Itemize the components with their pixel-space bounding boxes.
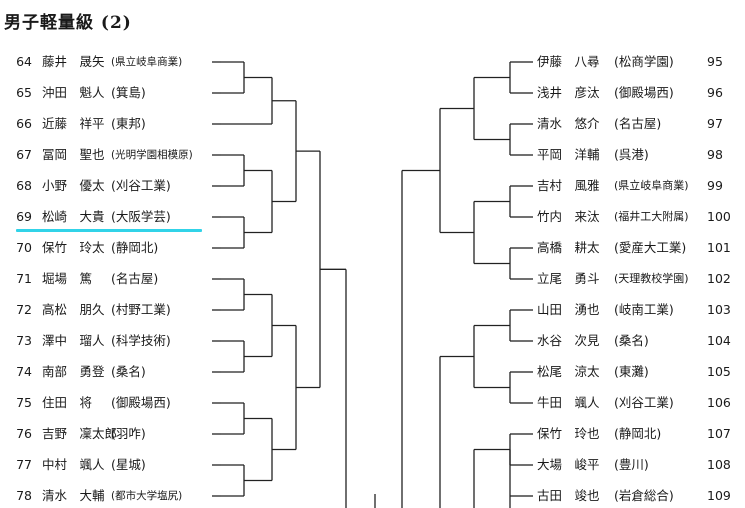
entry-number: 76 — [16, 426, 32, 441]
entry-name: 堀場 篤 — [42, 271, 93, 286]
entry-school: (科学技術) — [111, 333, 171, 348]
entry-school: (天理教校学園) — [614, 272, 689, 285]
entry-number: 102 — [707, 271, 731, 286]
entry-name: 保竹 玲也 — [537, 426, 600, 441]
entry-school: (御殿場西) — [614, 85, 674, 100]
entry-number: 98 — [707, 147, 723, 162]
entry-school: (大阪学芸) — [111, 209, 171, 224]
entry-number: 67 — [16, 147, 32, 162]
entry-number: 104 — [707, 333, 731, 348]
entry-school: (刈谷工業) — [614, 395, 674, 410]
entry-name: 松尾 涼太 — [537, 364, 600, 379]
entry-school: (名古屋) — [614, 116, 662, 131]
entry-name: 浅井 彦汰 — [537, 85, 600, 100]
entry-number: 105 — [707, 364, 731, 379]
entry-school: (東灘) — [614, 364, 649, 379]
entry-name: 清水 悠介 — [537, 116, 600, 131]
entry-number: 65 — [16, 85, 32, 100]
entry-school: (村野工業) — [111, 302, 171, 317]
entry-number: 68 — [16, 178, 32, 193]
entry-name: 近藤 祥平 — [42, 116, 105, 131]
entry-name: 高松 朋久 — [42, 302, 105, 317]
entry-name: 小野 優太 — [42, 178, 105, 193]
entry-school: (御殿場西) — [111, 395, 171, 410]
entry-name: 吉村 風雅 — [537, 178, 600, 193]
entry-school: (光明学園相模原) — [111, 149, 193, 161]
entry-number: 78 — [16, 488, 32, 503]
entry-school: (桑名) — [614, 333, 649, 348]
entry-school: (豊川) — [614, 457, 649, 472]
entry-school: (静岡北) — [614, 426, 662, 441]
entry-number: 69 — [16, 209, 32, 224]
entry-school: (羽咋) — [111, 426, 146, 441]
entry-number: 74 — [16, 364, 32, 379]
entry-name: 水谷 次見 — [537, 333, 600, 348]
entry-number: 75 — [16, 395, 32, 410]
entry-name: 中村 颯人 — [42, 457, 105, 472]
page-title: 男子軽量級 (2) — [4, 13, 132, 33]
entry-number: 72 — [16, 302, 32, 317]
entry-name: 沖田 魁人 — [42, 85, 105, 100]
entry-school: (呉港) — [614, 147, 649, 162]
entry-school: (桑名) — [111, 364, 146, 379]
entry-name: 住田 将 — [42, 395, 93, 410]
entry-number: 96 — [707, 85, 723, 100]
entry-school: (星城) — [111, 457, 146, 472]
entry-number: 95 — [707, 54, 723, 69]
entry-school: (県立岐阜商業) — [614, 179, 689, 192]
entry-name: 平岡 洋輔 — [537, 147, 600, 162]
entry-number: 73 — [16, 333, 32, 348]
entry-school: (刈谷工業) — [111, 178, 171, 193]
entry-school: (箕島) — [111, 85, 146, 100]
entry-number: 70 — [16, 240, 32, 255]
entry-number: 97 — [707, 116, 723, 131]
entry-school: (福井工大附属) — [614, 210, 689, 223]
entry-school: (県立岐阜商業) — [111, 56, 183, 68]
entry-name: 保竹 玲太 — [42, 240, 105, 255]
entry-name: 立尾 勇斗 — [537, 271, 600, 286]
entry-school: (東邦) — [111, 116, 146, 131]
entry-number: 108 — [707, 457, 731, 472]
entry-name: 南部 勇登 — [42, 364, 105, 379]
entry-number: 64 — [16, 54, 32, 69]
entry-name: 古田 竣也 — [537, 488, 600, 503]
entry-number: 107 — [707, 426, 731, 441]
entry-number: 71 — [16, 271, 32, 286]
entry-name: 澤中 瑠人 — [42, 333, 105, 348]
entry-number: 77 — [16, 457, 32, 472]
entry-number: 106 — [707, 395, 731, 410]
entry-school: (愛産大工業) — [614, 240, 687, 255]
entry-name: 藤井 晟矢 — [42, 54, 105, 69]
entry-school: (都市大学塩尻) — [111, 490, 183, 502]
entry-name: 竹内 来汰 — [537, 209, 600, 224]
entry-number: 99 — [707, 178, 723, 193]
entry-number: 109 — [707, 488, 731, 503]
entry-school: (松商学園) — [614, 54, 674, 69]
entry-name: 松崎 大貴 — [42, 209, 105, 224]
entry-school: (静岡北) — [111, 240, 159, 255]
entry-name: 清水 大輔 — [42, 488, 105, 503]
entry-number: 100 — [707, 209, 731, 224]
entry-school: (岐南工業) — [614, 302, 674, 317]
entry-number: 101 — [707, 240, 731, 255]
entry-name: 大場 峻平 — [537, 457, 600, 472]
entry-name: 伊藤 八尋 — [537, 54, 600, 69]
entry-number: 103 — [707, 302, 731, 317]
entry-name: 吉野 凜太郎 — [42, 426, 118, 441]
entry-school: (名古屋) — [111, 271, 159, 286]
entry-school: (岩倉総合) — [614, 488, 674, 503]
entry-name: 山田 湧也 — [537, 302, 600, 317]
highlight-underline — [16, 229, 202, 232]
entry-number: 66 — [16, 116, 32, 131]
entry-name: 高橋 耕太 — [537, 240, 600, 255]
entry-name: 冨岡 聖也 — [42, 147, 105, 162]
entry-name: 牛田 颯人 — [537, 395, 600, 410]
